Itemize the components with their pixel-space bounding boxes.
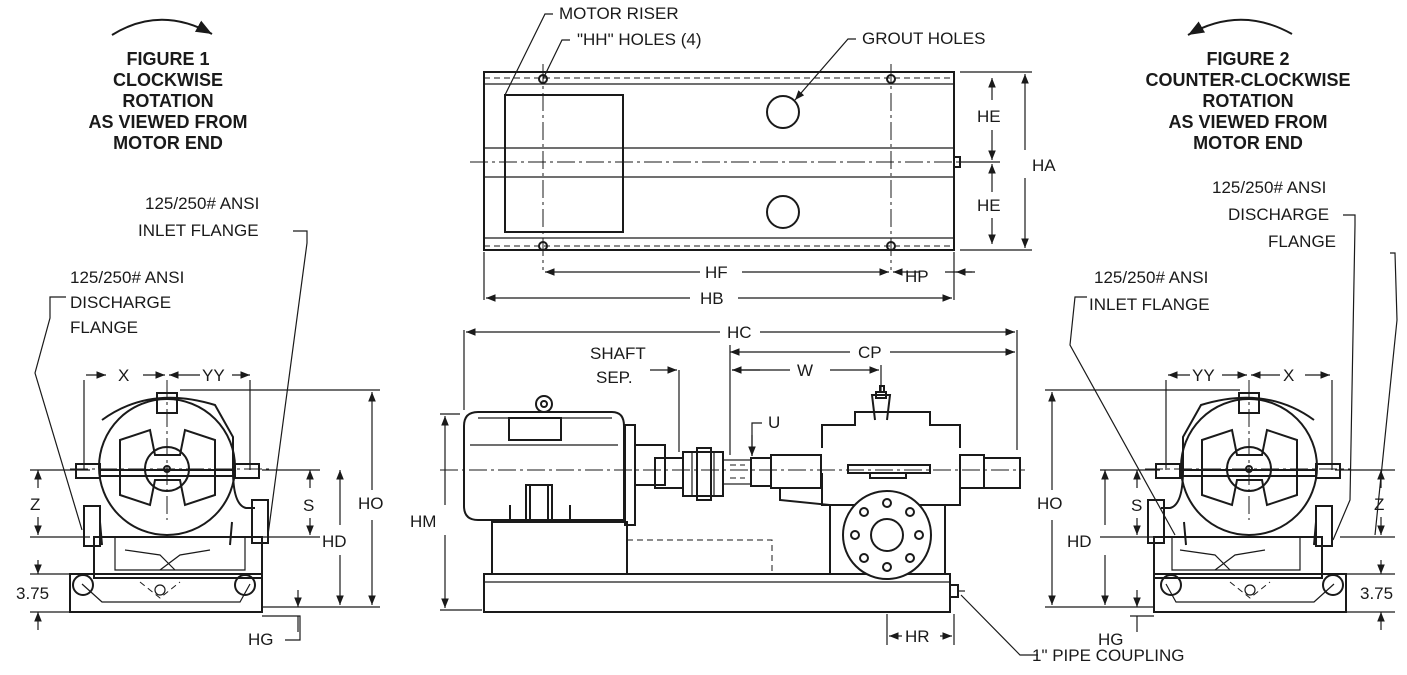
dim-375-fig1: 3.75 <box>16 584 49 603</box>
shaft-sep-line-2: SEP. <box>596 368 633 387</box>
dim-x-fig1: X <box>118 366 129 385</box>
dim-hp: HP <box>905 267 929 286</box>
figure2-line-3: ROTATION <box>1202 91 1293 111</box>
dim-yy-fig2: YY <box>1192 366 1215 385</box>
figure1-line-5: MOTOR END <box>113 133 223 153</box>
figure1-inlet-flange-line-2: INLET FLANGE <box>138 221 259 240</box>
figure2-line-5: MOTOR END <box>1193 133 1303 153</box>
top-view-group: MOTOR RISER "HH" HOLES (4) GROUT HOLES H… <box>470 4 1056 308</box>
hh-holes-label: "HH" HOLES (4) <box>577 30 701 49</box>
dim-hg-fig1: HG <box>248 630 274 649</box>
dim-s-fig1: S <box>303 496 314 515</box>
dim-hr: HR <box>905 627 930 646</box>
figure1-line-3: ROTATION <box>122 91 213 111</box>
figure1-discharge-flange-line-3: FLANGE <box>70 318 138 337</box>
side-view-group: HC CP W SHAFT SEP. U HM HR 1" PIPE COUPL… <box>410 323 1184 665</box>
dim-hm: HM <box>410 512 436 531</box>
motor-riser-label: MOTOR RISER <box>559 4 679 23</box>
figure1-discharge-flange-line-1: 125/250# ANSI <box>70 268 184 287</box>
figure1-line-1: FIGURE 1 <box>126 49 209 69</box>
figure2-line-2: COUNTER-CLOCKWISE <box>1146 70 1351 90</box>
dim-cp: CP <box>858 343 882 362</box>
figure2-discharge-flange-line-2: DISCHARGE <box>1228 205 1329 224</box>
dim-yy-fig1: YY <box>202 366 225 385</box>
figure2-group: FIGURE 2 COUNTER-CLOCKWISE ROTATION AS V… <box>1037 18 1398 649</box>
figure2-title: FIGURE 2 COUNTER-CLOCKWISE ROTATION AS V… <box>1146 49 1351 153</box>
figure2-line-4: AS VIEWED FROM <box>1168 112 1327 132</box>
dim-hd-fig2: HD <box>1067 532 1092 551</box>
dim-ha: HA <box>1032 156 1056 175</box>
dim-hc: HC <box>727 323 752 342</box>
figure2-inlet-flange-line-1: 125/250# ANSI <box>1094 268 1208 287</box>
dim-x-fig2: X <box>1283 366 1294 385</box>
shaft-sep-line-1: SHAFT <box>590 344 646 363</box>
dim-hd-fig1: HD <box>322 532 347 551</box>
dim-z-fig2: Z <box>1374 495 1384 514</box>
dim-ho-fig1: HO <box>358 494 384 513</box>
figure1-group: FIGURE 1 CLOCKWISE ROTATION AS VIEWED FR… <box>16 18 384 649</box>
figure1-line-4: AS VIEWED FROM <box>88 112 247 132</box>
dim-s-fig2: S <box>1131 496 1142 515</box>
figure1-title: FIGURE 1 CLOCKWISE ROTATION AS VIEWED FR… <box>88 49 247 153</box>
dim-w: W <box>797 361 813 380</box>
dim-he-upper: HE <box>977 107 1001 126</box>
figure1-line-2: CLOCKWISE <box>113 70 223 90</box>
figure1-inlet-flange-line-1: 125/250# ANSI <box>145 194 259 213</box>
dim-hg-fig2: HG <box>1098 630 1124 649</box>
dim-ho-fig2: HO <box>1037 494 1063 513</box>
pipe-coupling-label: 1" PIPE COUPLING <box>1032 646 1184 665</box>
figure1-discharge-flange-line-2: DISCHARGE <box>70 293 171 312</box>
figure2-inlet-flange-line-2: INLET FLANGE <box>1089 295 1210 314</box>
dim-z-fig1: Z <box>30 495 40 514</box>
dim-hb: HB <box>700 289 724 308</box>
dim-hf: HF <box>705 263 728 282</box>
figure2-discharge-flange-line-3: FLANGE <box>1268 232 1336 251</box>
figure2-line-1: FIGURE 2 <box>1206 49 1289 69</box>
dim-u: U <box>768 413 780 432</box>
figure2-discharge-flange-line-1: 125/250# ANSI <box>1212 178 1326 197</box>
dim-375-fig2: 3.75 <box>1360 584 1393 603</box>
grout-holes-label: GROUT HOLES <box>862 29 985 48</box>
rotation-arrow-counterclockwise-icon <box>1187 18 1293 36</box>
rotation-arrow-clockwise-icon <box>111 18 213 36</box>
dim-he-lower: HE <box>977 196 1001 215</box>
